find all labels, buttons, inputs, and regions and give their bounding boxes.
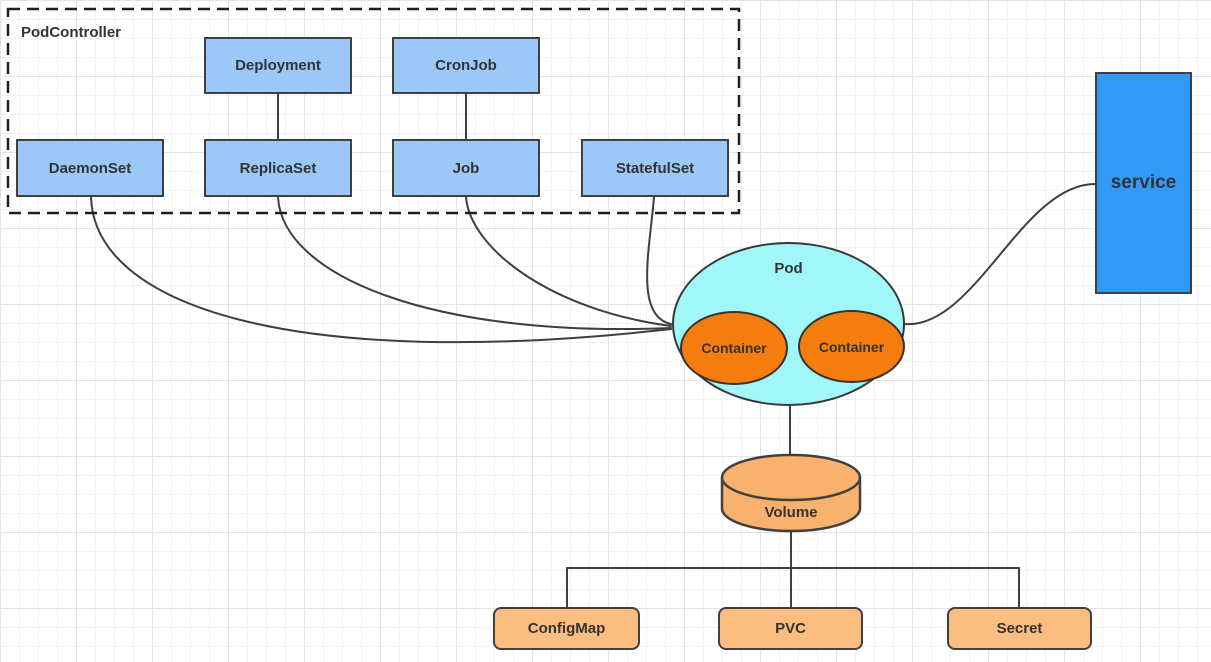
node-daemonset: DaemonSet <box>16 139 164 197</box>
node-cronjob: CronJob <box>392 37 540 94</box>
node-secret-label: Secret <box>996 620 1043 637</box>
node-deployment: Deployment <box>204 37 352 94</box>
edge-statefulset-pod <box>646 196 672 325</box>
node-replicaset: ReplicaSet <box>204 139 352 197</box>
edge-pod-service <box>904 183 1096 326</box>
node-daemonset-label: DaemonSet <box>48 159 132 177</box>
node-pod-label: Pod <box>774 260 803 277</box>
node-deployment-label: Deployment <box>235 57 321 74</box>
node-configmap-label: ConfigMap <box>527 620 606 637</box>
podcontroller-group-label: PodController <box>21 24 121 41</box>
node-statefulset: StatefulSet <box>581 139 729 197</box>
node-service-label: service <box>1110 172 1177 193</box>
node-pvc: PVC <box>718 607 863 650</box>
node-container-right: Container <box>798 310 905 383</box>
node-job: Job <box>392 139 540 197</box>
edge-group <box>90 92 1096 608</box>
edge-replicaset-pod <box>277 196 672 330</box>
edge-job-pod <box>465 196 672 327</box>
podcontroller-group-border <box>6 7 741 215</box>
node-statefulset-label: StatefulSet <box>615 159 695 177</box>
node-container-left-label: Container <box>701 340 767 356</box>
node-container-left: Container <box>680 311 788 385</box>
node-replicaset-label: ReplicaSet <box>239 159 317 177</box>
node-cronjob-label: CronJob <box>435 57 497 74</box>
node-configmap: ConfigMap <box>493 607 640 650</box>
node-container-right-label: Container <box>818 338 885 355</box>
node-pvc-label: PVC <box>775 620 806 637</box>
volume-cylinder-body <box>720 453 862 533</box>
node-job-label: Job <box>452 159 480 177</box>
volume-cylinder-shape <box>720 453 862 533</box>
node-service: service <box>1095 72 1192 294</box>
node-volume-label: Volume <box>764 504 818 521</box>
volume-cylinder-top-arc <box>720 477 862 502</box>
node-secret: Secret <box>947 607 1092 650</box>
edge-daemonset-pod <box>90 196 672 344</box>
